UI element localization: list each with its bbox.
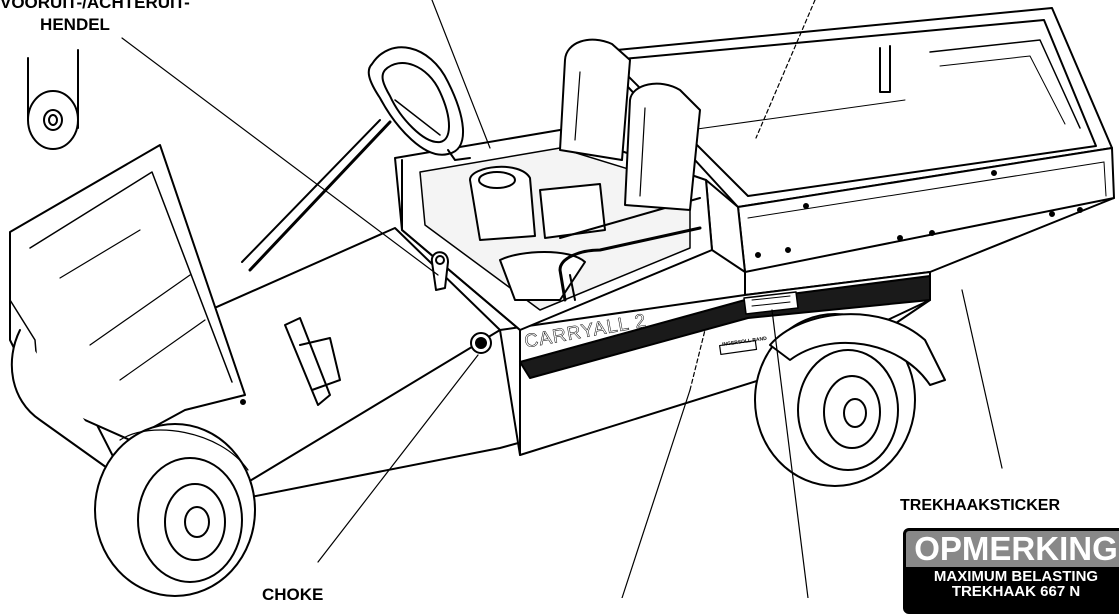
seats — [559, 38, 701, 211]
leader-body-panel — [621, 389, 691, 599]
leader-sticker-plate — [771, 309, 809, 599]
steering-wheel — [241, 46, 471, 272]
forward-reverse-handle — [430, 251, 449, 291]
leader-hitch-sticker — [961, 289, 1003, 469]
leader-choke — [317, 354, 479, 563]
sticker-header: OPMERKING — [906, 531, 1119, 567]
sticker-body: MAXIMUM BELASTING TREKHAAK 667 N — [906, 569, 1119, 599]
sticker-line2: TREKHAAK 667 N — [951, 583, 1081, 600]
leader-forward-reverse — [121, 37, 439, 276]
cargo-bed — [595, 7, 1115, 296]
sticker-line1: MAXIMUM BELASTING — [933, 568, 1099, 585]
rear-wheel — [754, 313, 946, 487]
forward-reverse-label-line2: HENDEL — [40, 15, 110, 34]
choke-knob — [470, 332, 492, 354]
hitch-sticker-label: TREKHAAKSTICKER — [900, 497, 1060, 514]
forward-reverse-label-line1: VOORUIT-/ACHTERUIT- — [0, 0, 190, 12]
leader-top-left — [431, 0, 491, 149]
handle-detail-inset — [27, 49, 79, 150]
hitch-sticker: OPMERKING MAXIMUM BELASTING TREKHAAK 667… — [903, 528, 1119, 614]
front-cowl — [9, 144, 341, 471]
utility-vehicle-illustration — [9, 0, 1115, 599]
forward-reverse-label: VOORUIT-/ACHTERUIT- HENDEL — [0, 0, 190, 38]
leader-top-right — [755, 0, 816, 139]
choke-label: CHOKE — [262, 585, 324, 604]
leader-lines — [121, 0, 1003, 599]
front-wheel — [94, 423, 256, 597]
